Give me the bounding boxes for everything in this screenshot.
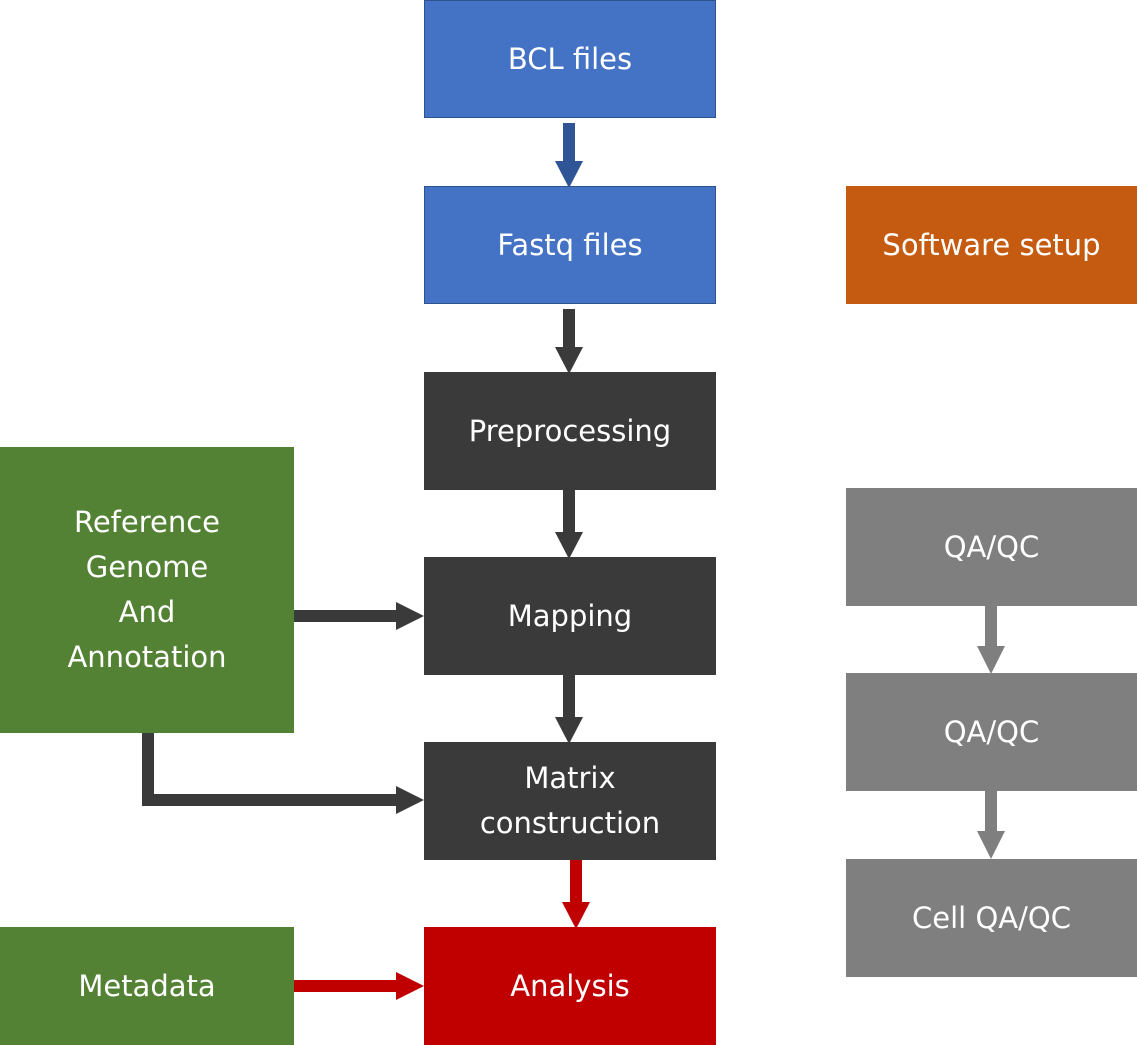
- arrow-qaqc-to-cell-qaqc: [977, 791, 1005, 859]
- node-reference-genome: Reference Genome And Annotation: [0, 447, 294, 733]
- arrow-matrix-to-analysis: [562, 860, 590, 929]
- arrow-reference-to-matrix: [142, 733, 424, 814]
- arrow-qaqc-to-qaqc: [977, 606, 1005, 674]
- arrow-reference-to-mapping: [294, 602, 424, 630]
- node-fastq-files: Fastq files: [424, 186, 716, 304]
- arrow-bcl-to-fastq: [555, 123, 583, 188]
- node-qa-qc-1: QA/QC: [846, 488, 1137, 606]
- arrow-preprocessing-to-mapping: [555, 490, 583, 559]
- node-preprocessing: Preprocessing: [424, 372, 716, 490]
- arrow-mapping-to-matrix: [555, 675, 583, 744]
- node-software-setup: Software setup: [846, 186, 1137, 304]
- arrow-fastq-to-preprocessing: [555, 309, 583, 374]
- node-metadata: Metadata: [0, 927, 294, 1045]
- node-qa-qc-2: QA/QC: [846, 673, 1137, 791]
- node-mapping: Mapping: [424, 557, 716, 675]
- node-cell-qa-qc: Cell QA/QC: [846, 859, 1137, 977]
- arrow-metadata-to-analysis: [294, 972, 424, 1000]
- node-analysis: Analysis: [424, 927, 716, 1045]
- node-matrix-construction: Matrix construction: [424, 742, 716, 860]
- node-bcl-files: BCL files: [424, 0, 716, 118]
